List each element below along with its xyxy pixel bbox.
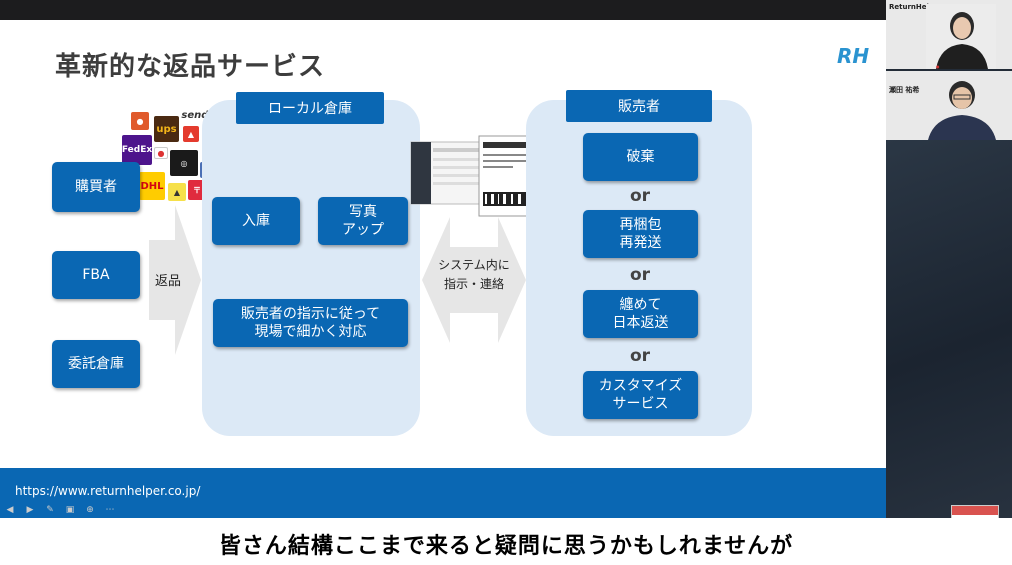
warehouse-heading: ローカル倉庫 (236, 92, 384, 124)
source-fba-box: FBA (52, 251, 140, 299)
slide-title: 革新的な返品サービス (55, 52, 326, 82)
warehouse-panel (202, 100, 420, 436)
dhl-logo: DHL (139, 172, 165, 200)
option-repack-box: 再梱包 再発送 (583, 210, 698, 258)
system-screenshot (405, 130, 535, 230)
pen-icon[interactable]: ✎ (46, 505, 54, 515)
carrier-logo-dark: ◎ (170, 150, 198, 176)
promo-badge-top (952, 506, 998, 515)
carrier-logo-white: ● (154, 147, 168, 159)
instruction-box: 販売者の指示に従って 現場で細かく対応 (213, 299, 408, 347)
return-label: 返品 (154, 274, 181, 289)
participant-1-tag: ● (936, 64, 940, 69)
fedex-logo: FedEx (122, 135, 152, 165)
or-label-2: or (630, 265, 651, 285)
system-label: システム内に 指示・連絡 (438, 258, 510, 292)
slides-icon[interactable]: ▣ (65, 505, 75, 515)
ups-logo: ups (154, 116, 179, 142)
participant-2-name: 瀬田 祐希 (889, 86, 920, 94)
carrier-logo-small-red: ● (131, 112, 149, 130)
seller-heading: 販売者 (566, 90, 712, 122)
presentation-toolbar: ◀ ▶ ✎ ▣ ⊕ ⋯ (0, 503, 130, 519)
video-subtitle: 皆さん結構ここまで来ると疑問に思うかもしれませんが (218, 534, 794, 559)
presentation-slide: 革新的な返品サービス RH sendle ● ups ▲ FedEx ✈ ● ◎… (0, 20, 886, 518)
carrier-logo-pink: 〒 (188, 180, 206, 200)
footer-url: https://www.returnhelper.co.jp/ (15, 484, 201, 498)
slide-footer: https://www.returnhelper.co.jp/ (0, 468, 886, 518)
subtitle-bar: 皆さん結構ここまで来ると疑問に思うかもしれませんが (0, 518, 1012, 565)
option-custom-box: カスタマイズ サービス (583, 371, 698, 419)
or-label-3: or (630, 346, 651, 366)
system-double-arrow (422, 217, 526, 343)
source-consignment-box: 委託倉庫 (52, 340, 140, 388)
next-slide-icon[interactable]: ▶ (26, 505, 34, 515)
source-buyer-box: 購買者 (52, 162, 140, 212)
participant-sidebar: ReturnHelper ● 瀬田 祐希 (886, 0, 1012, 518)
or-label-1: or (630, 186, 651, 206)
top-bar (0, 0, 886, 20)
sidebar-background (886, 140, 1012, 518)
participant-2-video (920, 73, 1000, 140)
participant-1-video (926, 4, 996, 69)
carrier-logo-yellow: ▲ (168, 183, 186, 201)
prev-slide-icon[interactable]: ◀ (6, 505, 14, 515)
carrier-logo-red: ▲ (183, 126, 199, 142)
option-dispose-box: 破棄 (583, 133, 698, 181)
return-arrow (149, 205, 201, 355)
intake-box: 入庫 (212, 197, 300, 245)
returnhelper-logo: RH (837, 44, 870, 68)
photo-upload-box: 写真 アップ (318, 197, 408, 245)
more-icon[interactable]: ⋯ (105, 505, 115, 515)
participant-tile-2[interactable]: 瀬田 祐希 (886, 71, 1012, 140)
option-return-japan-box: 纏めて 日本返送 (583, 290, 698, 338)
participant-1-brand: ReturnHelper (889, 3, 943, 11)
zoom-icon[interactable]: ⊕ (86, 505, 94, 515)
participant-tile-1[interactable]: ReturnHelper ● (886, 0, 1012, 69)
